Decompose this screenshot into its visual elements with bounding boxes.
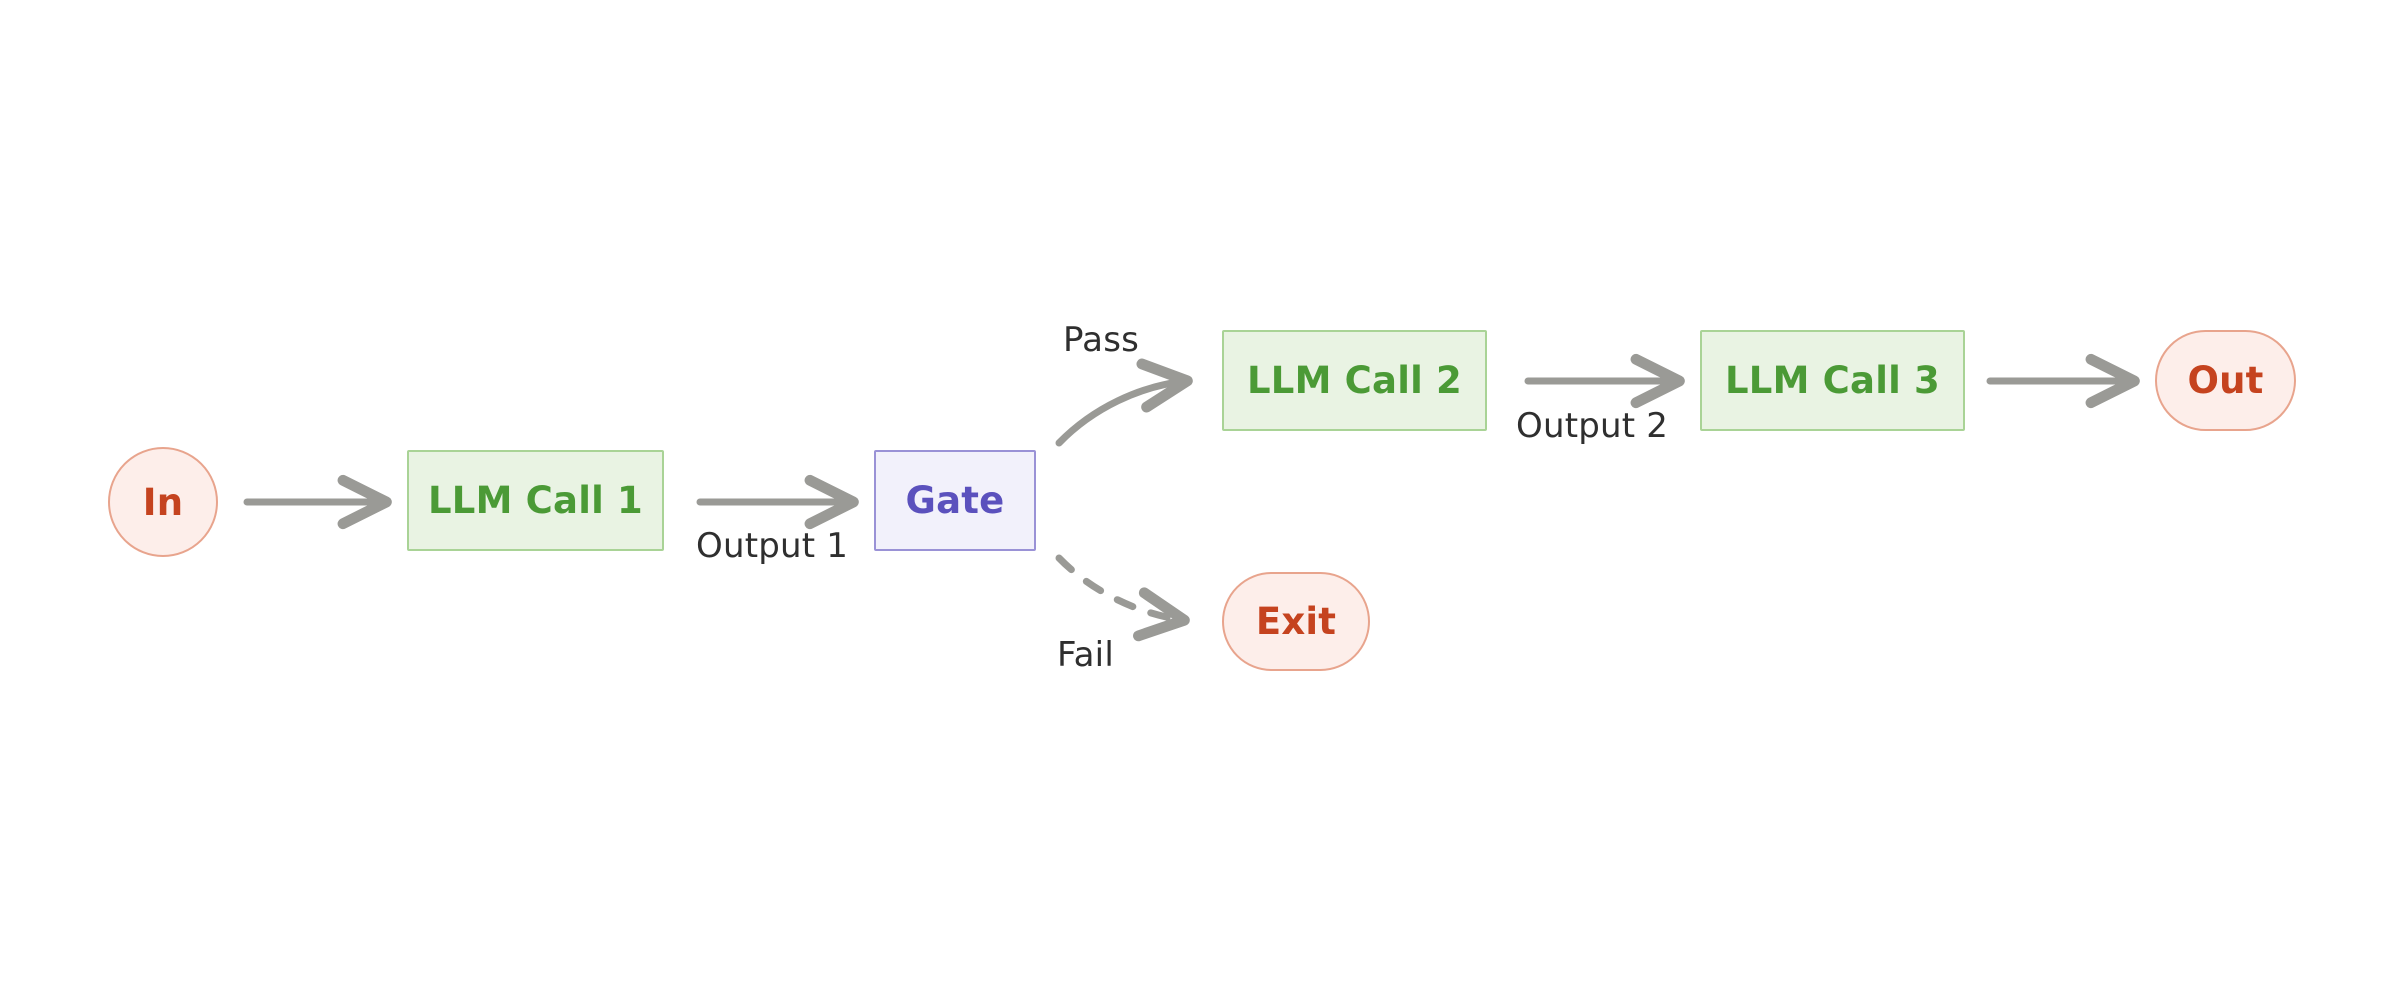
- edge-label-pass: Pass: [1063, 323, 1139, 357]
- node-out-label: Out: [2187, 359, 2264, 402]
- node-gate[interactable]: Gate: [874, 450, 1036, 551]
- node-in-label: In: [142, 480, 184, 524]
- node-llm-call-1-label: LLM Call 1: [428, 479, 643, 522]
- node-llm-call-1[interactable]: LLM Call 1: [407, 450, 664, 551]
- edge-label-output-1: Output 1: [696, 529, 848, 563]
- edge-label-output-1-text: Output 1: [696, 526, 849, 566]
- node-exit[interactable]: Exit: [1222, 572, 1370, 671]
- node-llm-call-3[interactable]: LLM Call 3: [1700, 330, 1965, 431]
- edge-label-output-2: Output 2: [1516, 409, 1668, 443]
- edge-gate-to-llm-call-2-pass: [1055, 358, 1193, 447]
- node-llm-call-2[interactable]: LLM Call 2: [1222, 330, 1487, 431]
- edge-label-fail-text: Fail: [1057, 635, 1114, 675]
- edge-gate-to-exit-fail: [1055, 554, 1190, 642]
- node-llm-call-3-label: LLM Call 3: [1725, 359, 1940, 402]
- node-llm-call-2-label: LLM Call 2: [1247, 359, 1462, 402]
- node-in[interactable]: In: [108, 447, 218, 557]
- edge-label-output-2-text: Output 2: [1516, 406, 1669, 446]
- edge-label-fail: Fail: [1057, 638, 1114, 672]
- node-out[interactable]: Out: [2155, 330, 2296, 431]
- edge-label-pass-text: Pass: [1063, 320, 1140, 360]
- node-exit-label: Exit: [1255, 600, 1337, 643]
- node-gate-label: Gate: [905, 479, 1005, 522]
